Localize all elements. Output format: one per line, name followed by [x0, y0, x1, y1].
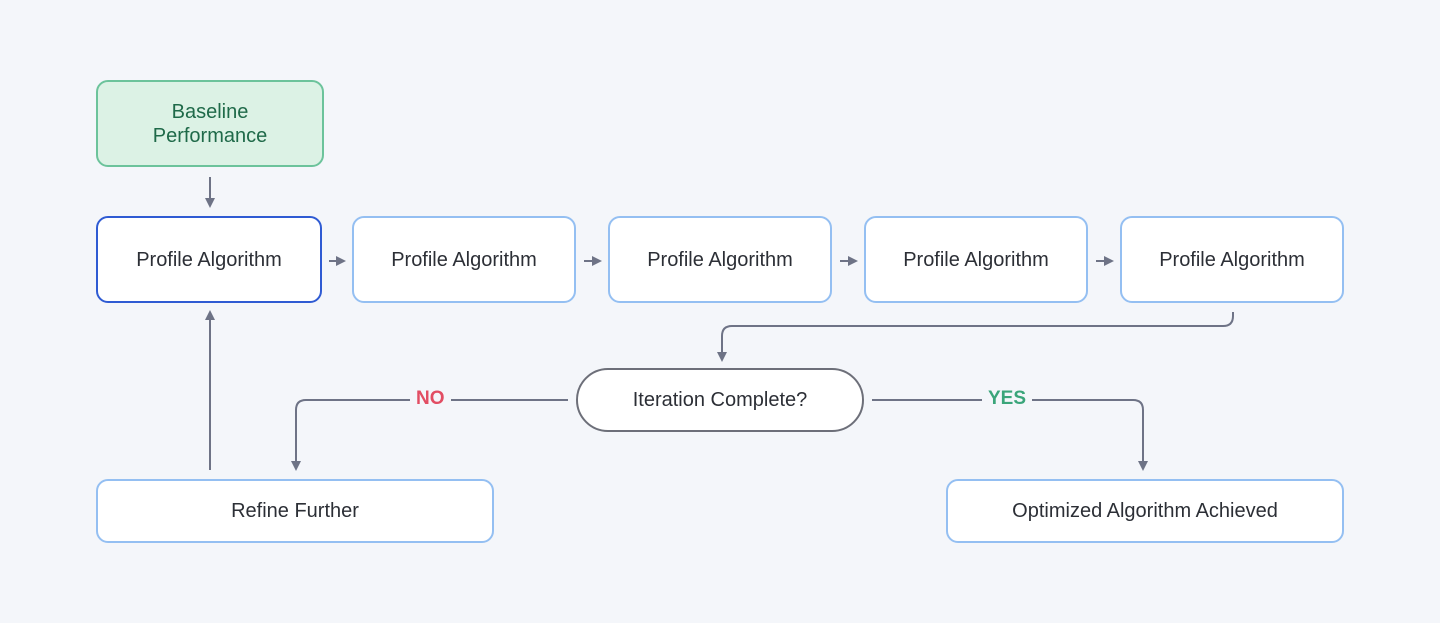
- profile-algorithm-node-2: Profile Algorithm: [352, 216, 576, 303]
- profile-algorithm-label-4: Profile Algorithm: [903, 248, 1049, 271]
- profile-algorithm-node-3: Profile Algorithm: [608, 216, 832, 303]
- edge-decision-to-refine: [291, 399, 568, 471]
- profile-algorithm-node-1: Profile Algorithm: [96, 216, 322, 303]
- yes-edge-label: YES: [982, 387, 1033, 411]
- profile-algorithm-node-4: Profile Algorithm: [864, 216, 1088, 303]
- refine-further-label: Refine Further: [231, 500, 359, 522]
- profile-algorithm-label-3: Profile Algorithm: [647, 248, 793, 271]
- edge-decision-to-optimized: [872, 399, 1148, 471]
- profile-algorithm-label-1: Profile Algorithm: [136, 248, 282, 271]
- baseline-performance-node: Baseline Performance: [96, 80, 324, 167]
- profile-algorithm-label-5: Profile Algorithm: [1159, 248, 1305, 271]
- refine-further-node: Refine Further: [96, 479, 494, 543]
- profile-algorithm-label-2: Profile Algorithm: [391, 248, 537, 271]
- iteration-complete-decision: Iteration Complete?: [576, 368, 864, 432]
- optimized-algorithm-node: Optimized Algorithm Achieved: [946, 479, 1344, 543]
- profile-algorithm-node-5: Profile Algorithm: [1120, 216, 1344, 303]
- edge-profile-5-to-decision: [717, 312, 1234, 362]
- optimized-algorithm-label: Optimized Algorithm Achieved: [1012, 500, 1278, 522]
- baseline-performance-label: Baseline Performance: [152, 100, 268, 147]
- no-edge-label: NO: [410, 387, 451, 411]
- iteration-complete-label: Iteration Complete?: [632, 389, 808, 411]
